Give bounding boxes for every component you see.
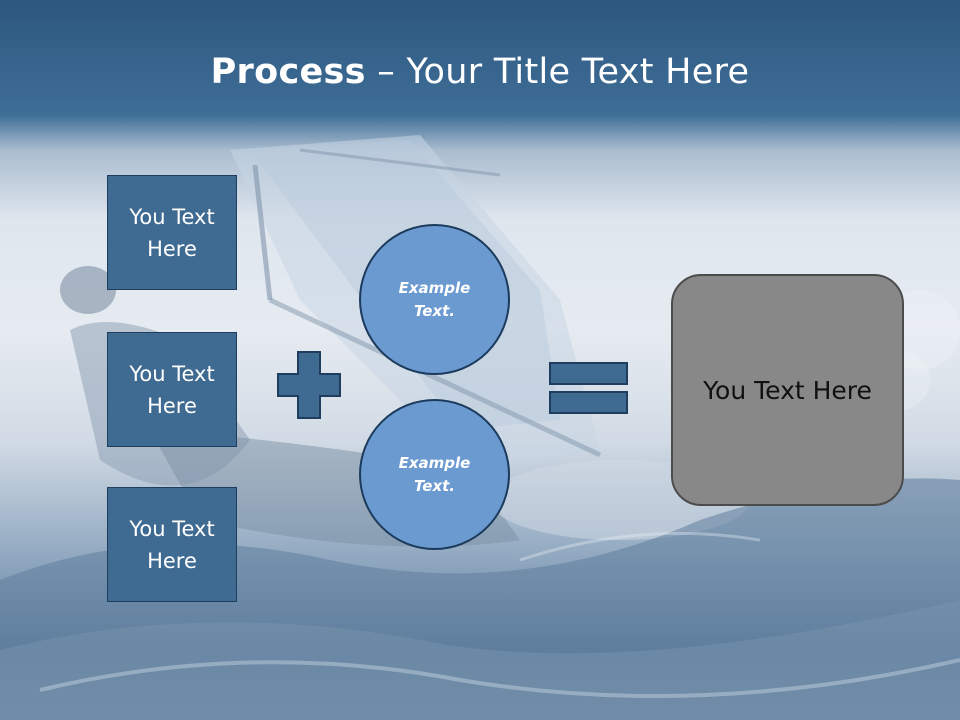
left-box-2: You Text Here <box>107 332 237 447</box>
circle-label: Example Text. <box>398 278 471 320</box>
circle-2: Example Text. <box>359 399 510 550</box>
title-rest: – Your Title Text Here <box>365 52 750 92</box>
left-box-label: You Text Here <box>129 516 215 573</box>
plus-icon <box>277 351 341 419</box>
result-box: You Text Here <box>671 274 904 506</box>
left-box-label: You Text Here <box>129 361 215 418</box>
result-label: You Text Here <box>703 375 872 405</box>
left-box-1: You Text Here <box>107 175 237 290</box>
circle-label: Example Text. <box>398 453 471 495</box>
circle-1: Example Text. <box>359 224 510 375</box>
title-bold: Process <box>210 52 366 92</box>
equals-icon <box>549 362 628 414</box>
slide-title: Process – Your Title Text Here <box>0 52 960 92</box>
left-box-label: You Text Here <box>129 204 215 261</box>
left-box-3: You Text Here <box>107 487 237 602</box>
